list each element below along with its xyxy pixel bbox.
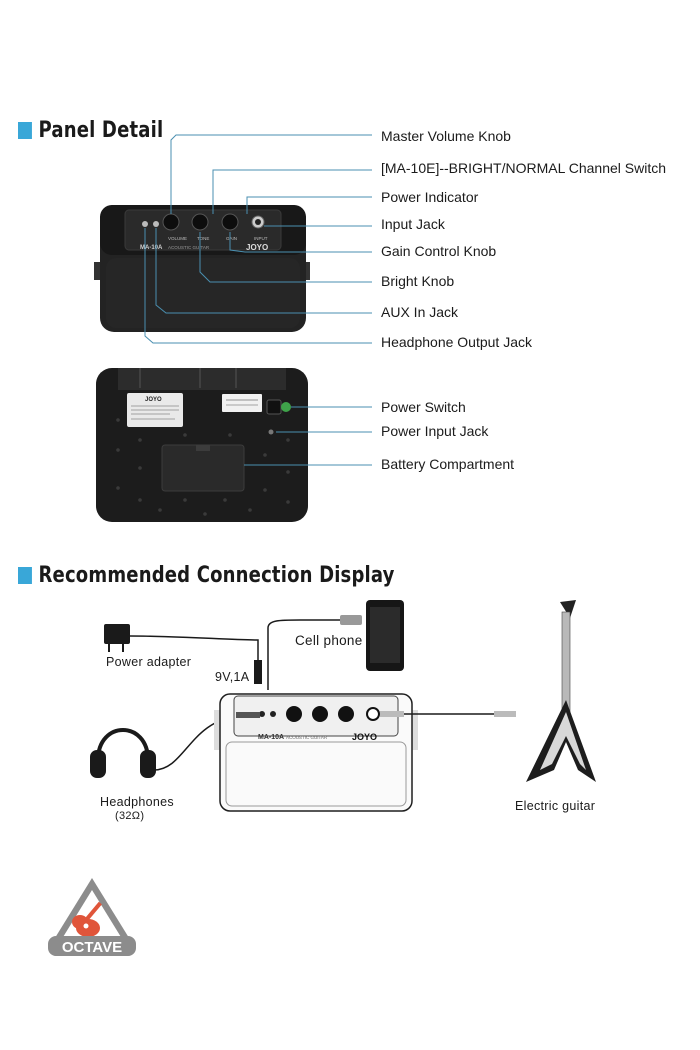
amp-brand-logo: JOYO [246, 243, 268, 252]
callout-master-volume: Master Volume Knob [381, 128, 511, 144]
amp-model-label: MA-10A [140, 245, 163, 251]
guitar-logo-icon [72, 901, 102, 937]
phone-cable [267, 619, 346, 690]
amp-connection-image: MA-10A ACOUSTIC GUITAR JOYO [214, 693, 418, 812]
panel-detail-heading: Panel Detail [18, 118, 163, 143]
amp-back-image: JOYO [96, 368, 308, 522]
label-headphones-ohm: (32Ω) [115, 810, 145, 822]
connection-title: Recommended Connection Display [38, 563, 395, 588]
guitar-plug-icon [380, 711, 404, 717]
amp-front-image: VOLUME TONE GAIN INPUT MA-10A ACOUSTIC G… [94, 205, 310, 332]
headphone-plug-icon [236, 712, 260, 718]
connection-diagram: MA-10A ACOUSTIC GUITAR JOYO [90, 600, 596, 812]
callout-bright-knob: Bright Knob [381, 273, 455, 289]
panel-detail-title: Panel Detail [38, 118, 164, 143]
callout-input-jack: Input Jack [381, 216, 445, 232]
phone-plug-icon [340, 615, 362, 625]
callout-power-input: Power Input Jack [381, 423, 489, 439]
amp-model-sub-label: ACOUSTIC GUITAR [168, 245, 210, 250]
callout-power-switch: Power Switch [381, 399, 466, 415]
logo-text: OCTAVE [62, 939, 122, 956]
power-cable [129, 635, 259, 684]
label-power-adapter: Power adapter [106, 655, 192, 669]
callout-aux-in: AUX In Jack [381, 304, 459, 320]
back-brand-label: JOYO [145, 397, 162, 403]
callout-power-indicator: Power Indicator [381, 189, 479, 205]
label-cell-phone: Cell phone [295, 633, 363, 648]
label-headphones: Headphones [100, 795, 174, 809]
label-power-spec: 9V,1A [215, 670, 250, 684]
section-marker-icon [18, 122, 32, 139]
knob-label: TONE [197, 236, 209, 241]
front-callout-lines [144, 134, 372, 344]
back-callout-lines [244, 406, 372, 466]
front-panel-diagram: VOLUME TONE GAIN INPUT MA-10A ACOUSTIC G… [94, 134, 372, 522]
cell-phone-icon [366, 600, 404, 671]
electric-guitar-icon [526, 600, 596, 782]
callout-battery: Battery Compartment [381, 456, 515, 472]
callout-headphone-out: Headphone Output Jack [381, 334, 532, 350]
guitar-plug-end-icon [494, 711, 516, 717]
amp-brand-logo: JOYO [352, 732, 377, 742]
amp-model-label: MA-10A [258, 734, 284, 741]
callout-gain-knob: Gain Control Knob [381, 243, 497, 259]
callout-channel-switch: [MA-10E]--BRIGHT/NORMAL Channel Switch [381, 160, 666, 176]
knob-label: VOLUME [168, 236, 187, 241]
connection-heading: Recommended Connection Display [18, 563, 395, 588]
section-marker-icon [18, 567, 32, 584]
headphones-icon [90, 728, 156, 778]
octave-logo: OCTAVE [48, 878, 136, 956]
label-electric-guitar: Electric guitar [515, 799, 596, 813]
power-plug-icon [254, 660, 262, 684]
knob-label: GAIN [226, 236, 237, 241]
power-adapter-icon [104, 624, 130, 652]
amp-model-sub-label: ACOUSTIC GUITAR [286, 735, 328, 740]
knob-label: INPUT [254, 236, 268, 241]
